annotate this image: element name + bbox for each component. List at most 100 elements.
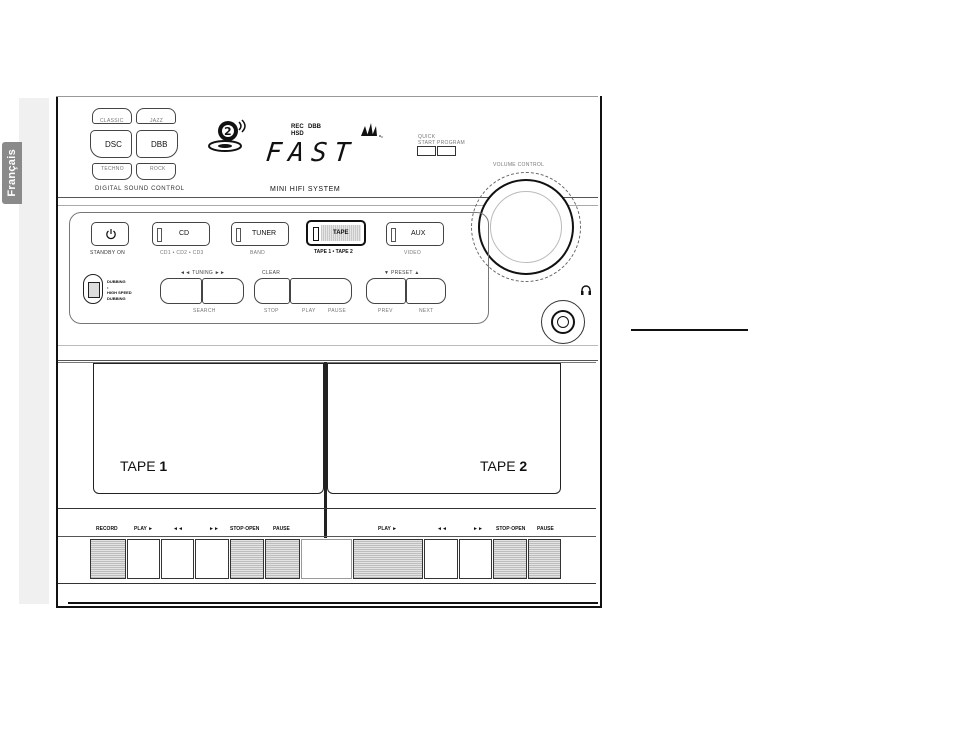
dubbing-switch[interactable]: [83, 274, 103, 304]
preset-down-button[interactable]: [366, 278, 406, 304]
dbb-button[interactable]: DBB: [136, 130, 178, 158]
rewind-2-label: ◄◄: [437, 526, 447, 532]
standby-label: STANDBY ON: [90, 250, 126, 256]
pause-1-label: PAUSE: [273, 526, 290, 532]
headphone-jack[interactable]: [541, 300, 585, 344]
tape-deck-2-label: TAPE 2: [480, 458, 527, 474]
quick-start-label: START: [418, 140, 436, 146]
tuner-button[interactable]: TUNER: [231, 222, 289, 246]
dubbing-label-3: HIGH SPEED: [107, 290, 132, 295]
dbb-button-label: DBB: [151, 140, 168, 149]
lcd-display: FAST: [264, 138, 359, 168]
tape-deck-1-number: 1: [159, 458, 168, 474]
forward-1-key[interactable]: [195, 539, 229, 579]
quick-start-button[interactable]: [417, 146, 436, 156]
tape-button-face: [321, 225, 361, 241]
dubbing-label-1: DUBBING: [107, 279, 126, 284]
language-tab-label: Français: [6, 149, 18, 197]
stop-button[interactable]: [254, 278, 290, 304]
indicator-rec: REC: [291, 124, 304, 130]
tape-button[interactable]: TAPE: [306, 220, 366, 246]
aux-button[interactable]: AUX: [386, 222, 444, 246]
tuning-forward-button[interactable]: [202, 278, 244, 304]
sound-button-jazz[interactable]: JAZZ: [136, 108, 176, 124]
sound-control-cluster: CLASSIC JAZZ DSC DBB TECHNO ROCK: [80, 108, 188, 183]
forward-2-key[interactable]: [459, 539, 492, 579]
play-1-label: PLAY ►: [134, 526, 154, 532]
tape-deck-1-label-text: TAPE: [120, 458, 160, 474]
sound-button-techno[interactable]: TECHNO: [92, 163, 132, 180]
play-2-key[interactable]: [353, 539, 423, 579]
program-label: PROGRAM: [437, 140, 465, 146]
sound-button-rock-label: ROCK: [150, 166, 166, 172]
cd-led: [157, 228, 162, 242]
volume-knob-inner: [490, 191, 562, 263]
dubbing-label-4: DUBBING: [107, 296, 126, 301]
preset-label: ▼ PRESET ▲: [384, 270, 420, 276]
preset-up-button[interactable]: [406, 278, 446, 304]
pause-label: PAUSE: [328, 308, 347, 314]
search-label: SEARCH: [193, 308, 216, 314]
quick-select-title: QUICK: [418, 134, 436, 140]
stop-open-1-label: STOP·OPEN: [230, 526, 260, 532]
standby-button[interactable]: [91, 222, 129, 246]
indicator-hsd: HSD: [291, 131, 304, 137]
next-label: NEXT: [419, 308, 434, 314]
unit-top-edge: [56, 96, 598, 97]
tape-deck-2-window[interactable]: TAPE 2: [327, 363, 561, 494]
sound-button-jazz-label: JAZZ: [150, 118, 164, 124]
pause-2-label: PAUSE: [537, 526, 554, 532]
program-button[interactable]: [437, 146, 456, 156]
dsc-button-label: DSC: [105, 140, 122, 149]
indicator-dbb: DBB: [308, 124, 321, 130]
tuner-caption: BAND: [250, 250, 266, 256]
tuning-back-button[interactable]: [160, 278, 202, 304]
cd-button-label: CD: [179, 230, 190, 237]
power-icon: [106, 229, 116, 240]
volume-knob[interactable]: [478, 179, 574, 275]
volume-label: VOLUME CONTROL: [493, 162, 545, 168]
tape-deck-1-window[interactable]: TAPE 1: [93, 363, 324, 494]
aux-caption: VIDEO: [404, 250, 422, 256]
panel-divider-top: [58, 197, 598, 198]
tuner-button-label: TUNER: [252, 230, 277, 237]
headphone-jack-hole: [557, 316, 569, 328]
tape-deck-1-label: TAPE 1: [120, 458, 167, 474]
sound-control-title: DIGITAL SOUND CONTROL: [95, 186, 185, 192]
side-rule: [631, 329, 748, 331]
side-strip: [19, 98, 49, 604]
dubbing-switch-slider: [88, 282, 100, 298]
record-label: RECORD: [96, 526, 118, 532]
record-key[interactable]: [90, 539, 126, 579]
rewind-1-key[interactable]: [161, 539, 194, 579]
prev-label: PREV: [378, 308, 393, 314]
dsc-button[interactable]: DSC: [90, 130, 132, 158]
deck-label-divider: [58, 536, 596, 537]
rewind-1-label: ◄◄: [173, 526, 183, 532]
stop-open-2-key[interactable]: [493, 539, 527, 579]
panel-divider-mid: [58, 345, 598, 346]
tape-led: [313, 227, 319, 241]
tape-caption: TAPE 1 • TAPE 2: [314, 249, 353, 255]
play-label: PLAY: [302, 308, 316, 314]
cd-caption: CD1 • CD2 • CD3: [160, 250, 204, 256]
tape-deck-2-number: 2: [519, 458, 528, 474]
svg-text:2: 2: [224, 125, 232, 138]
pause-2-key[interactable]: [528, 539, 561, 579]
pause-1-key[interactable]: [265, 539, 300, 579]
sound-button-classic[interactable]: CLASSIC: [92, 108, 132, 124]
forward-2-label: ►►: [473, 526, 483, 532]
dubbing-label-2: •: [107, 285, 109, 290]
control-panel: [69, 212, 489, 324]
disc-logo-icon: 2: [208, 119, 246, 152]
sound-button-rock[interactable]: ROCK: [136, 163, 176, 180]
play-pause-button[interactable]: [290, 278, 352, 304]
unit-base: [68, 590, 598, 604]
clear-label: CLEAR: [262, 270, 281, 276]
language-tab: Français: [2, 142, 22, 204]
play-1-key[interactable]: [127, 539, 160, 579]
panel-divider-deck: [58, 360, 598, 361]
stop-open-1-key[interactable]: [230, 539, 264, 579]
rewind-2-key[interactable]: [424, 539, 458, 579]
cd-button[interactable]: CD: [152, 222, 210, 246]
